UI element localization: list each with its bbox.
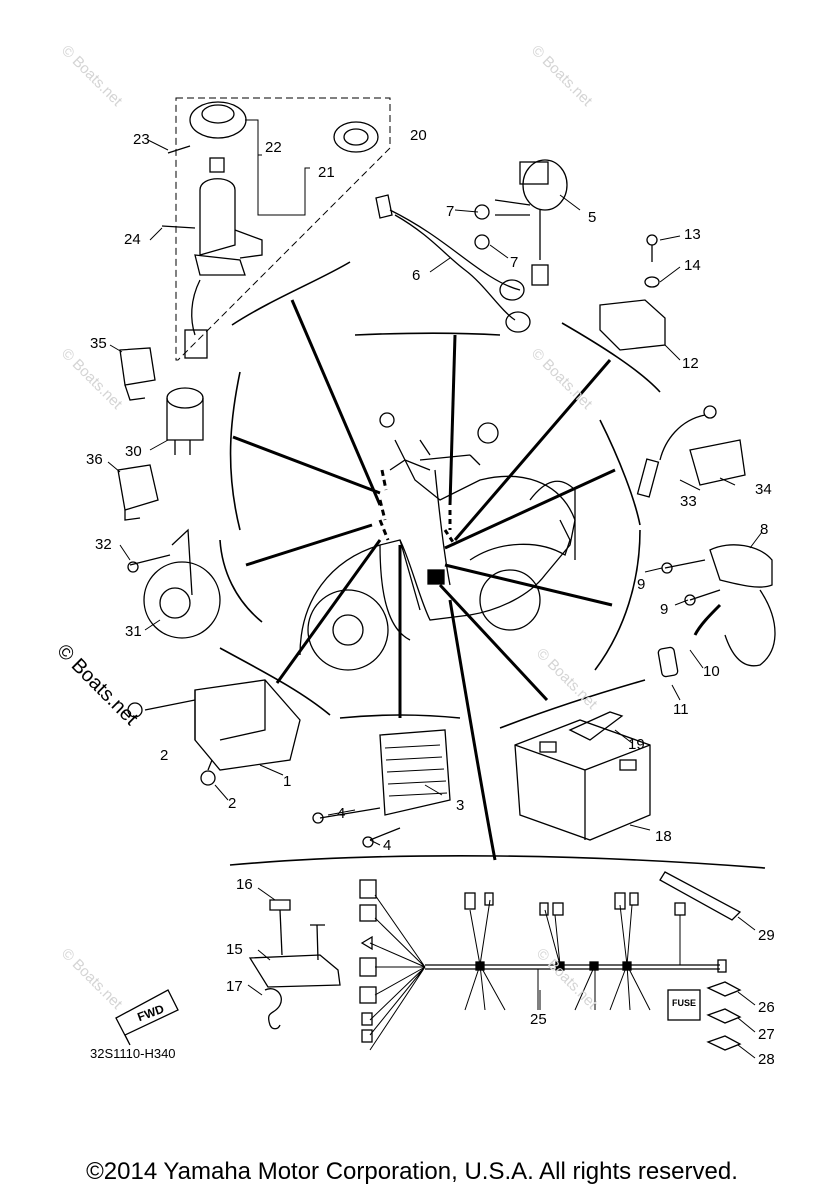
relay-units-left [117,347,204,521]
part-label-2b: 2 [160,747,169,764]
part-label-27: 27 [758,1026,775,1043]
part-label-16: 16 [236,876,253,893]
harness-group [115,871,742,1051]
part-label-31: 31 [125,623,142,640]
part-label-5: 5 [588,209,597,226]
part-label-12: 12 [682,355,699,372]
part-label-14: 14 [684,257,701,274]
part-label-22: 22 [265,139,282,156]
part-label-26: 26 [758,999,775,1016]
part-label-21: 21 [318,164,335,181]
part-label-3: 3 [456,797,465,814]
rectifier-group [312,729,451,848]
part-label-20: 20 [410,127,427,144]
horn-group [127,528,221,639]
part-label-19: 19 [628,736,645,753]
part-label-17: 17 [226,978,243,995]
part-label-30: 30 [125,443,142,460]
scooter-drawing [299,412,576,671]
part-label-1: 1 [283,773,292,790]
relay-group [599,234,666,351]
part-label-6: 6 [412,267,421,284]
part-label-7a: 7 [446,203,455,220]
o2-sensor-group [636,405,746,498]
part-label-18: 18 [655,828,672,845]
part-label-36: 36 [86,451,103,468]
main-switch-group [161,97,391,361]
copyright-notice: ©2014 Yamaha Motor Corporation, U.S.A. A… [86,1158,738,1185]
part-label-25: 25 [530,1011,547,1028]
part-label-24: 24 [124,231,141,248]
part-label-7b: 7 [510,254,519,271]
fuse-label: FUSE [672,998,697,1008]
part-label-28: 28 [758,1051,775,1068]
diagram-code: 32S1110-H340 [90,1046,176,1061]
section-brackets [219,261,766,869]
starter-relay-group [375,159,568,333]
part-label-8: 8 [760,521,769,538]
part-label-10: 10 [703,663,720,680]
part-label-34: 34 [755,481,772,498]
part-label-11: 11 [673,701,689,718]
part-label-9a: 9 [637,576,646,593]
part-label-13: 13 [684,226,701,243]
part-label-4b: 4 [383,837,392,854]
part-label-35: 35 [90,335,107,352]
part-label-33: 33 [680,493,697,510]
label-leaders [107,139,763,1059]
ecu-group [127,679,301,786]
part-label-2: 2 [228,795,237,812]
part-label-32: 32 [95,536,112,553]
part-label-29: 29 [758,927,775,944]
ignition-coil-group [657,544,776,678]
part-label-23: 23 [133,131,150,148]
leader-lines [232,299,616,861]
part-label-9b: 9 [660,601,669,618]
part-label-4a: 4 [337,805,346,822]
part-label-15: 15 [226,941,243,958]
battery-group [514,711,651,841]
